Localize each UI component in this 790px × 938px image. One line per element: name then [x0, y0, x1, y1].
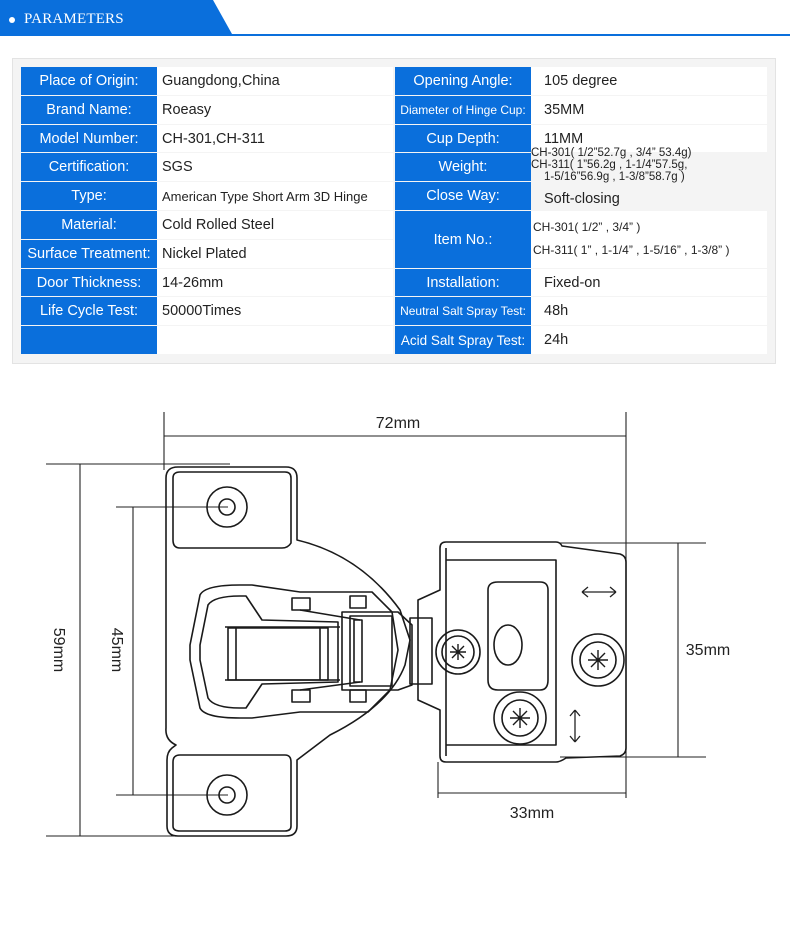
value-opening-angle: 105 degree [531, 67, 767, 95]
item-no-line-1: CH-301( 1/2” , 3/4” ) [533, 220, 641, 234]
hinge-outline [165, 466, 627, 837]
value-material: Cold Rolled Steel [157, 211, 393, 239]
value-door-thickness: 14-26mm [157, 269, 393, 296]
value-weight: CH-301( 1/2”52.7g , 3/4” 53.4g) CH-311( … [531, 146, 767, 190]
value-place-of-origin: Guangdong,China [157, 67, 393, 95]
label-brand-name: Brand Name: [21, 96, 157, 124]
label-life-cycle-test: Life Cycle Test: [21, 297, 157, 325]
dim-label-arm-length: 33mm [510, 805, 554, 822]
label-certification: Certification: [21, 153, 157, 181]
value-neutral-salt-spray-test: 48h [531, 297, 767, 325]
dim-label-hole-spacing: 45mm [108, 628, 125, 672]
section-title: PARAMETERS [24, 11, 124, 27]
value-model-number: CH-301,CH-311 [157, 125, 393, 152]
label-empty [21, 326, 157, 354]
value-close-way: Soft-closing [544, 191, 620, 207]
weight-line-2: CH-311( 1”56.2g , 1-1/4”57.5g, [531, 159, 688, 171]
label-installation: Installation: [395, 269, 531, 296]
section-header: PARAMETERS [0, 0, 790, 40]
value-life-cycle-test: 50000Times [157, 297, 393, 325]
weight-line-1: CH-301( 1/2”52.7g , 3/4” 53.4g) [531, 147, 692, 159]
vertical-arrow-icon [569, 709, 581, 743]
value-cup-depth: 11MM [531, 125, 767, 152]
label-door-thickness: Door Thickness: [21, 269, 157, 296]
label-material: Material: [21, 211, 157, 239]
weight-line-3: 1-5/16”56.9g , 1-3/8”58.7g ) [544, 171, 685, 183]
value-diameter-of-hinge-cup: 35MM [531, 96, 767, 124]
value-certification: SGS [157, 153, 393, 181]
label-type: Type: [21, 182, 157, 210]
value-surface-treatment: Nickel Plated [157, 240, 393, 268]
label-surface-treatment: Surface Treatment: [21, 240, 157, 268]
horizontal-arrow-icon [581, 586, 617, 598]
dim-label-height: 59mm [50, 628, 67, 672]
dim-label-cup-diameter: 35mm [686, 642, 730, 659]
label-item-no: Item No.: [395, 211, 531, 268]
label-place-of-origin: Place of Origin: [21, 67, 157, 95]
label-weight: Weight: [395, 153, 531, 181]
label-acid-salt-spray-test: Acid Salt Spray Test: [395, 326, 531, 354]
label-opening-angle: Opening Angle: [395, 67, 531, 95]
label-model-number: Model Number: [21, 125, 157, 152]
label-neutral-salt-spray-test: Neutral Salt Spray Test: [395, 297, 531, 325]
screw-icons [450, 644, 608, 728]
bullet-icon [9, 17, 15, 23]
item-no-line-2: CH-311( 1” , 1-1/4” , 1-5/16” , 1-3/8” ) [533, 243, 730, 257]
value-type: American Type Short Arm 3D Hinge [157, 182, 393, 210]
value-item-no: CH-301( 1/2” , 3/4” ) CH-311( 1” , 1-1/4… [531, 211, 767, 268]
header-banner [0, 0, 790, 36]
label-diameter-of-hinge-cup: Diameter of Hinge Cup: [395, 96, 531, 124]
value-acid-salt-spray-test: 24h [531, 326, 767, 354]
adjustment-arrows [569, 586, 617, 743]
label-cup-depth: Cup Depth: [395, 125, 531, 152]
dim-label-width: 72mm [376, 415, 420, 432]
value-installation: Fixed-on [531, 269, 767, 296]
value-brand-name: Roeasy [157, 96, 393, 124]
value-empty [157, 326, 393, 354]
label-close-way: Close Way: [395, 182, 531, 210]
